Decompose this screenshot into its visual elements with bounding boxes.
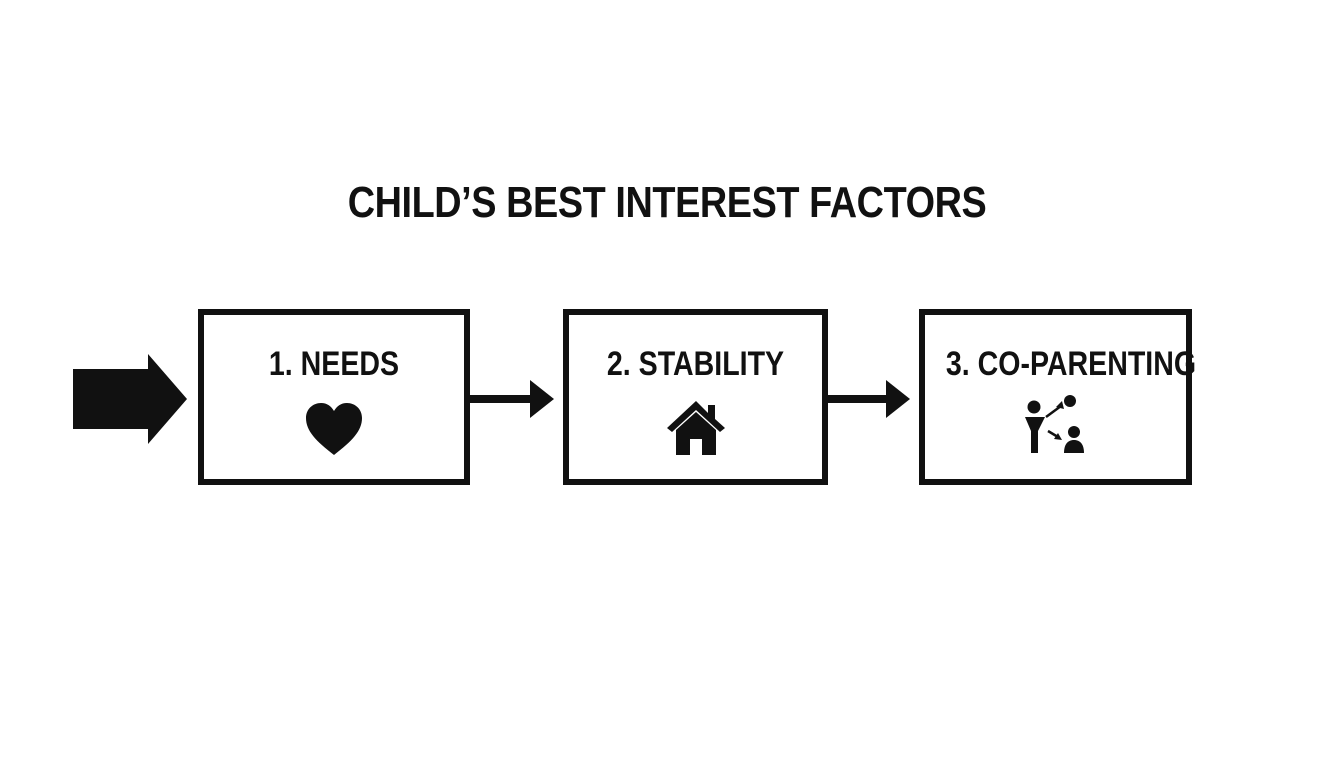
connector-arrow-icon bbox=[828, 380, 910, 418]
step-co-parenting-box: 3. CO-PARENTING bbox=[919, 309, 1197, 485]
step-stability-box: 2. STABILITY bbox=[563, 309, 828, 485]
entry-arrow-icon bbox=[73, 354, 187, 444]
step-needs-box: 1. NEEDS bbox=[198, 309, 470, 485]
co-parenting-icon bbox=[1024, 395, 1084, 453]
step-needs-label: 1. NEEDS bbox=[268, 345, 400, 383]
heart-icon bbox=[306, 403, 362, 455]
house-icon bbox=[666, 401, 725, 455]
step-co-parenting-label: 3. CO-PARENTING bbox=[945, 345, 1197, 383]
step-stability-label: 2. STABILITY bbox=[606, 345, 785, 383]
connector-arrow-icon bbox=[470, 380, 554, 418]
diagram-title: CHILD’S BEST INTEREST FACTORS bbox=[347, 178, 987, 227]
